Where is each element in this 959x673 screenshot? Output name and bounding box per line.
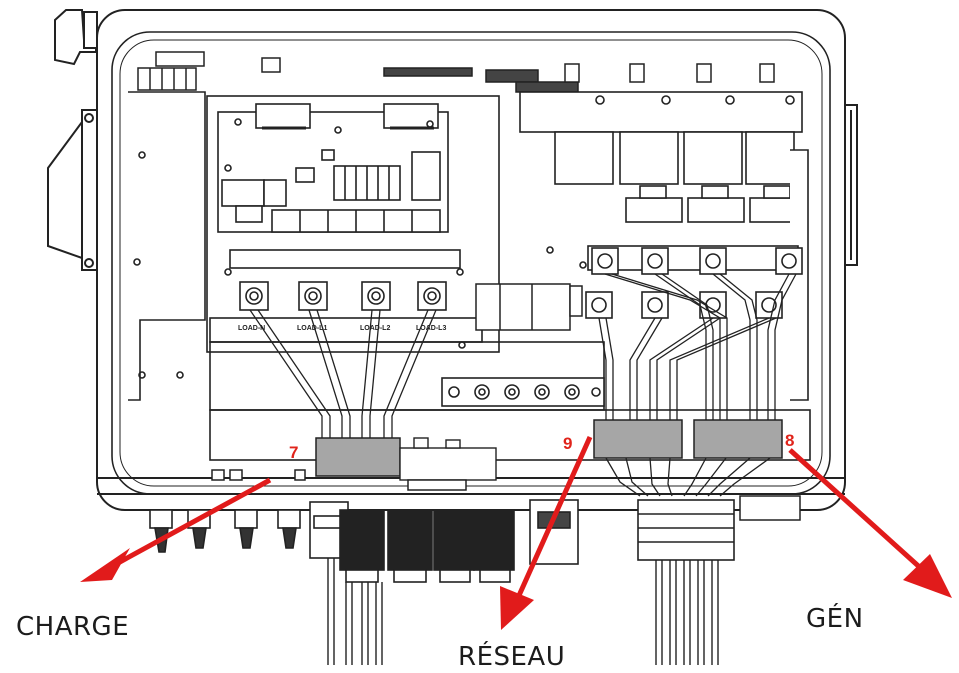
label-charge: CHARGE — [16, 612, 130, 642]
grid-gen-gland — [637, 499, 735, 561]
top-handle — [54, 9, 98, 66]
load-terminal-label-2: LOAD-L1 — [297, 325, 327, 332]
load-terminal-block — [209, 249, 483, 343]
arrow-reseau — [500, 435, 593, 630]
top-connectors — [137, 51, 775, 93]
callout-8: 8 — [785, 431, 795, 450]
lower-wires — [605, 457, 771, 497]
load-cable-bundle — [327, 558, 383, 665]
ferrite-grid — [593, 419, 683, 459]
grid-gen-wires — [598, 273, 797, 420]
label-reseau: RÉSEAU — [458, 642, 566, 672]
callout-7: 7 — [289, 443, 299, 462]
grid-gen-terminals — [585, 245, 803, 319]
load-terminal-2 — [298, 281, 328, 311]
control-board — [206, 95, 500, 353]
center-connector — [399, 437, 497, 481]
load-terminal-3 — [361, 281, 391, 311]
load-terminal-label-3: LOAD-L2 — [360, 325, 390, 332]
ferrite-load — [315, 437, 401, 477]
right-mount-bracket — [844, 104, 858, 266]
arrow-charge — [80, 477, 272, 582]
breaker-module — [475, 283, 583, 331]
cable-glands-left — [309, 499, 579, 583]
callout-9: 9 — [563, 434, 573, 453]
load-terminal-1 — [239, 281, 269, 311]
load-terminal-4 — [417, 281, 447, 311]
lower-plate — [176, 341, 811, 461]
power-board — [519, 91, 809, 401]
ground-bar — [441, 377, 605, 407]
label-gen: GÉN — [806, 604, 864, 634]
base-screws — [211, 469, 801, 521]
load-terminal-label-4: LOAD-L3 — [416, 325, 446, 332]
left-inner-plate — [128, 91, 206, 401]
grid-gen-cable-bundle — [655, 560, 719, 665]
ferrite-blocks — [315, 419, 783, 477]
red-arrows — [80, 435, 952, 630]
load-wires — [249, 309, 437, 440]
arrow-gen — [788, 448, 952, 598]
ferrite-gen — [693, 419, 783, 459]
left-mount-bracket — [47, 109, 98, 271]
load-terminal-label-1: LOAD-N — [238, 325, 265, 332]
